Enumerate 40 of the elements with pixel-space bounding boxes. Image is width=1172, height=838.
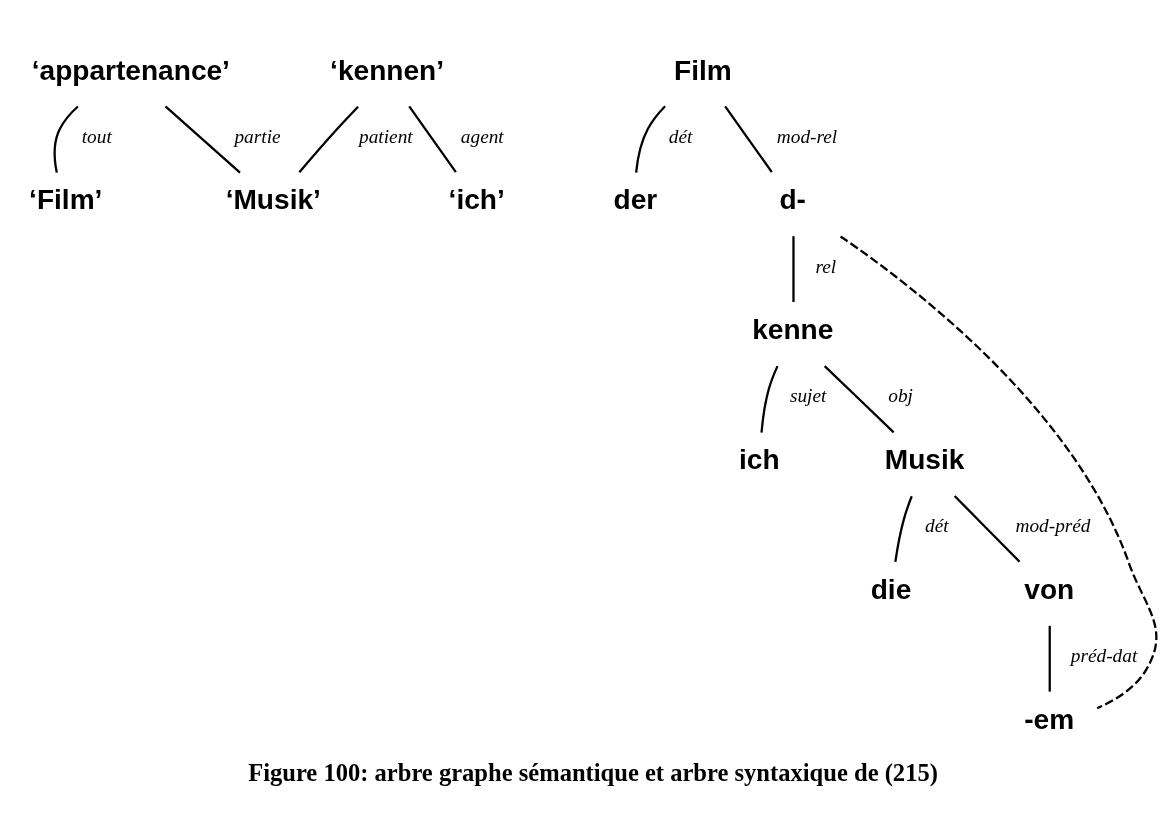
edge-label: mod-préd: [1015, 514, 1091, 536]
edge-label: tout: [81, 125, 112, 147]
caption: Figure 100: arbre graphe sémantique et arbre syntaxique de (215): [248, 758, 938, 786]
node-text: ich: [739, 443, 780, 475]
node-text: Musik: [884, 443, 965, 475]
node-text: -em: [1024, 703, 1075, 735]
edge-label: préd-dat: [1070, 644, 1138, 666]
connector: [298, 105, 359, 173]
edge-label: mod-rel: [776, 125, 838, 147]
edge-label: obj: [888, 384, 913, 406]
edge-label: agent: [460, 125, 504, 147]
connector: [894, 495, 913, 562]
connector: [839, 235, 1158, 709]
edge-label: rel: [815, 255, 837, 277]
node-text: ‘ich’: [448, 183, 505, 215]
node-text: die: [870, 573, 912, 605]
connector: [953, 494, 1021, 563]
edge-label: partie: [234, 125, 281, 147]
connector: [724, 105, 773, 173]
node-text: ‘Musik’: [225, 183, 321, 215]
node-text: ‘Film’: [29, 183, 103, 215]
node-text: von: [1024, 573, 1075, 605]
connector: [53, 105, 79, 173]
connector: [408, 105, 457, 173]
node-text: ‘kennen’: [330, 54, 445, 86]
node-text: Film: [674, 54, 732, 86]
connector: [164, 104, 241, 173]
connector: [635, 105, 666, 173]
node-text: kenne: [752, 313, 834, 345]
edge-label: patient: [359, 125, 413, 147]
edge-label: dét: [925, 514, 949, 536]
node-text: d-: [779, 183, 806, 215]
connector: [760, 365, 779, 433]
connector: [1048, 625, 1051, 692]
connector: [823, 364, 895, 433]
node-text: ‘appartenance’: [31, 54, 230, 86]
edge-label: sujet: [789, 384, 827, 406]
edge-label: dét: [668, 125, 693, 147]
connector: [792, 235, 795, 302]
node-text: der: [613, 183, 658, 215]
